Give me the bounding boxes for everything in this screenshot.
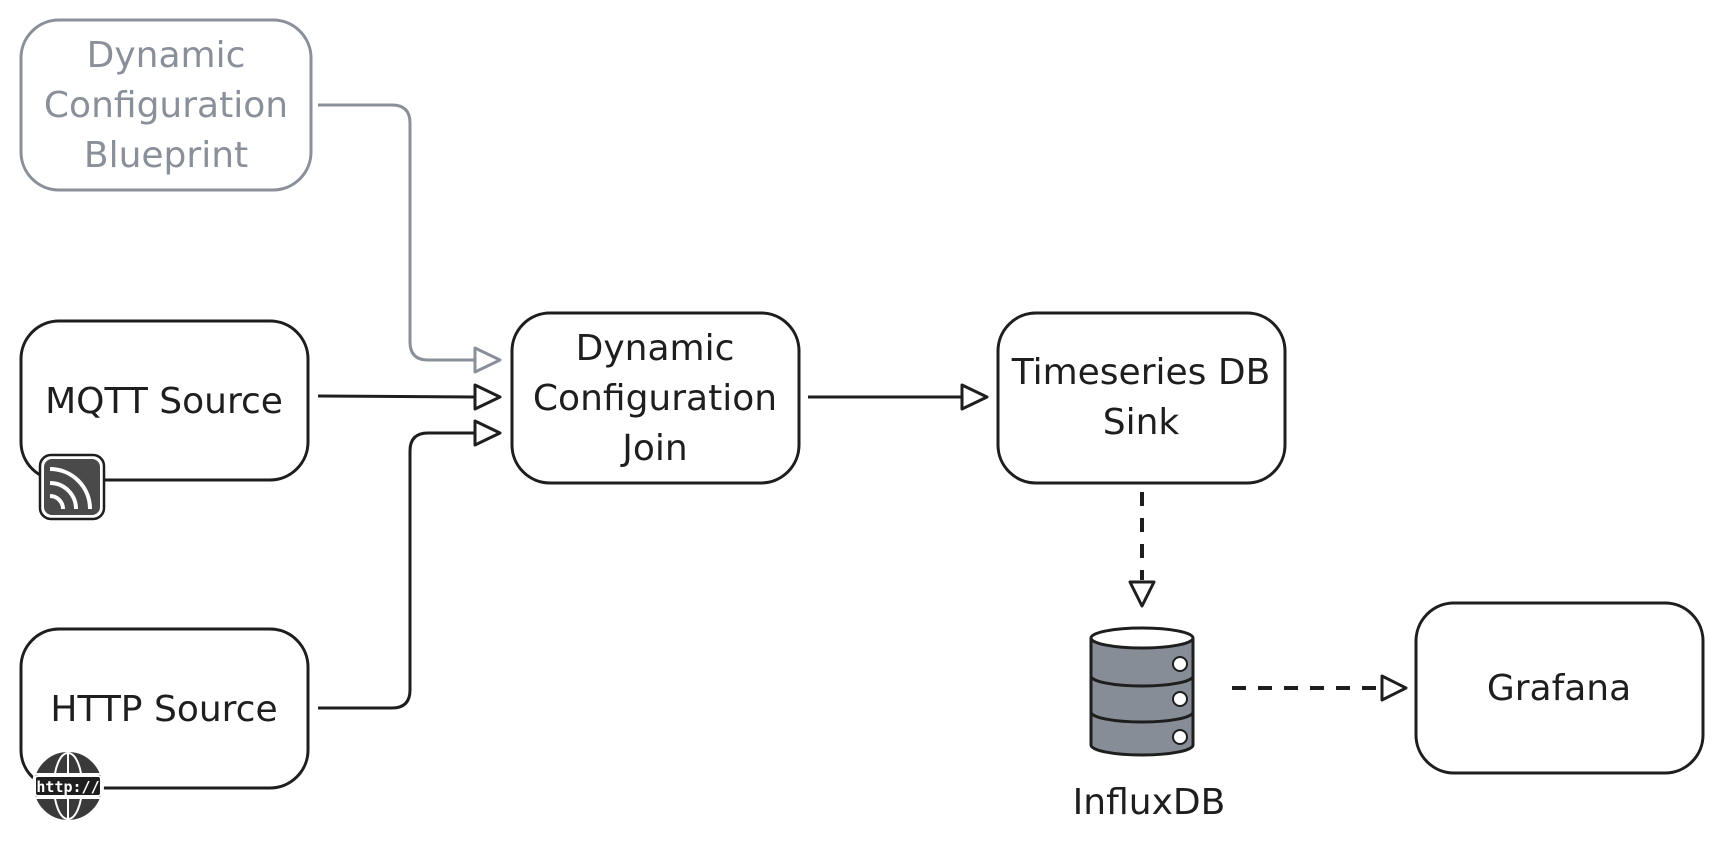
edge-mqtt-to-join: [317, 383, 502, 411]
node-label-line: Configuration: [533, 378, 777, 419]
edge-http-to-join: [318, 419, 502, 710]
database-icon: [1089, 626, 1195, 757]
node-label-line: Join: [620, 428, 687, 469]
node-label-line: Dynamic: [87, 35, 246, 76]
node-http-source: HTTP Source: [19, 627, 310, 790]
node-timeseries-db-sink: Timeseries DB Sink: [996, 311, 1287, 485]
influxdb-label: InfluxDB: [1073, 782, 1226, 823]
node-label-line: Configuration: [44, 85, 288, 126]
node-dynamic-configuration-join: Dynamic Configuration Join: [510, 311, 801, 485]
node-label-line: MQTT Source: [45, 381, 283, 422]
node-label-line: Blueprint: [84, 135, 248, 176]
node-influxdb: InfluxDB: [1073, 626, 1226, 823]
edge-blueprint-to-join: [318, 103, 502, 374]
node-mqtt-source: MQTT Source: [19, 319, 310, 482]
edge-sink-to-influxdb: [1128, 492, 1156, 608]
http-globe-icon: http://: [32, 750, 104, 822]
node-label-line: Sink: [1103, 402, 1180, 443]
http-badge-text: http://: [36, 778, 99, 796]
edge-influxdb-to-grafana: [1232, 674, 1408, 702]
node-label-line: Timeseries DB: [1011, 352, 1271, 393]
node-label-line: HTTP Source: [50, 689, 277, 730]
node-dynamic-configuration-blueprint: Dynamic Configuration Blueprint: [19, 18, 313, 192]
rss-feed-icon: [38, 453, 106, 521]
node-label-line: Dynamic: [576, 328, 735, 369]
node-label-line: Grafana: [1487, 668, 1631, 709]
edge-join-to-sink: [808, 383, 989, 411]
node-grafana: Grafana: [1414, 601, 1705, 775]
